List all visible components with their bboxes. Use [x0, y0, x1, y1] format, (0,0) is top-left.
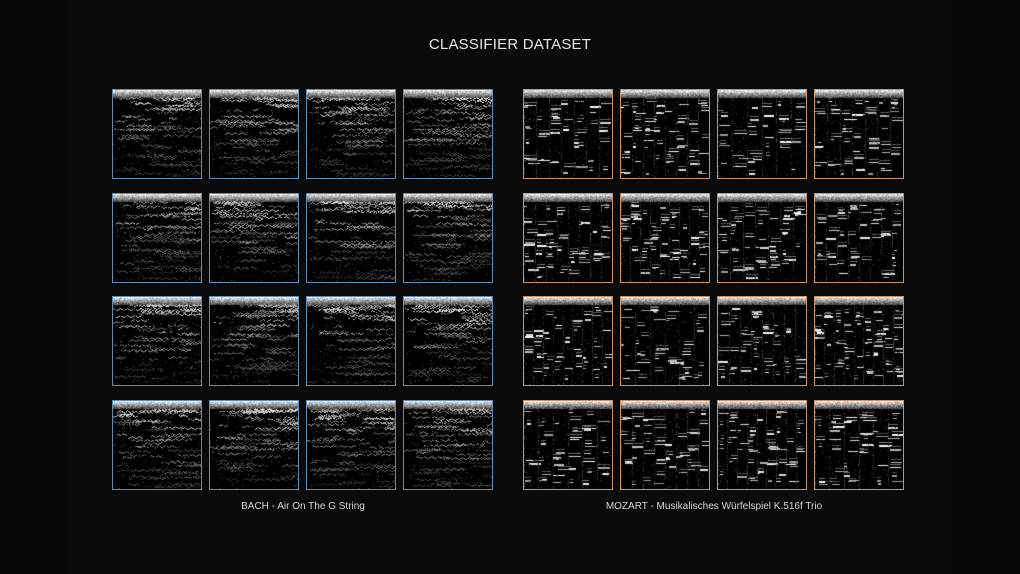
mozart-spectrogram-image — [718, 297, 806, 385]
bach-spectrogram-tile — [209, 192, 299, 283]
mozart-spectrogram-tile — [717, 89, 807, 179]
mozart-spectrogram-image — [815, 297, 903, 385]
bach-spectrogram-image — [307, 400, 395, 489]
mozart-spectrogram-tile — [620, 192, 710, 283]
mozart-spectrogram-image — [524, 297, 612, 385]
bach-spectrogram-image — [404, 400, 492, 489]
bach-spectrogram-image — [307, 90, 395, 178]
mozart-spectrogram-tile — [717, 296, 807, 386]
bach-spectrogram-tile — [112, 192, 202, 283]
mozart-spectrogram-tile — [523, 89, 613, 179]
bach-spectrogram-group: BACH - Air On The G String — [112, 89, 494, 512]
bach-spectrogram-tile — [403, 192, 493, 283]
mozart-spectrogram-tile — [717, 399, 807, 490]
bach-spectrogram-tile — [403, 296, 493, 386]
bach-spectrogram-image — [210, 193, 298, 282]
bach-spectrogram-tile — [306, 399, 396, 490]
bach-spectrogram-image — [404, 193, 492, 282]
bach-spectrogram-image — [113, 400, 201, 489]
bach-spectrogram-image — [404, 297, 492, 385]
mozart-caption: MOZART - Musikalisches Würfelspiel K.516… — [605, 501, 823, 512]
mozart-spectrogram-image — [815, 400, 903, 489]
mozart-spectrogram-tile — [814, 89, 904, 179]
mozart-spectrogram-tile — [814, 296, 904, 386]
mozart-spectrogram-tile — [523, 192, 613, 283]
mozart-spectrogram-image — [524, 400, 612, 489]
mozart-spectrogram-image — [621, 90, 709, 178]
mozart-spectrogram-image — [621, 193, 709, 282]
bach-spectrogram-image — [307, 193, 395, 282]
mozart-spectrogram-image — [621, 400, 709, 489]
bach-spectrogram-tile — [306, 89, 396, 179]
bach-spectrogram-tile — [112, 296, 202, 386]
mozart-spectrogram-image — [524, 90, 612, 178]
bach-spectrogram-tile — [403, 89, 493, 179]
bach-spectrogram-image — [210, 400, 298, 489]
bach-spectrogram-tile — [403, 399, 493, 490]
bach-spectrogram-image — [113, 297, 201, 385]
bach-spectrogram-image — [404, 90, 492, 178]
bach-spectrogram-tile — [306, 296, 396, 386]
mozart-spectrogram-tile — [814, 192, 904, 283]
mozart-spectrogram-image — [815, 90, 903, 178]
mozart-spectrogram-image — [718, 193, 806, 282]
mozart-spectrogram-grid — [523, 89, 905, 490]
mozart-spectrogram-tile — [523, 399, 613, 490]
mozart-spectrogram-image — [718, 400, 806, 489]
mozart-spectrogram-group: MOZART - Musikalisches Würfelspiel K.516… — [523, 89, 905, 512]
mozart-spectrogram-image — [621, 297, 709, 385]
mozart-spectrogram-tile — [814, 399, 904, 490]
mozart-spectrogram-tile — [717, 192, 807, 283]
bach-spectrogram-tile — [306, 192, 396, 283]
bach-spectrogram-image — [113, 90, 201, 178]
bach-spectrogram-image — [210, 297, 298, 385]
bach-spectrogram-tile — [209, 296, 299, 386]
bach-caption: BACH - Air On The G String — [241, 501, 365, 512]
bach-spectrogram-image — [113, 193, 201, 282]
bach-spectrogram-image — [307, 297, 395, 385]
mozart-spectrogram-image — [718, 90, 806, 178]
bach-spectrogram-tile — [209, 399, 299, 490]
bach-spectrogram-tile — [112, 89, 202, 179]
bach-spectrogram-tile — [112, 399, 202, 490]
bach-spectrogram-tile — [209, 89, 299, 179]
mozart-spectrogram-tile — [523, 296, 613, 386]
mozart-spectrogram-tile — [620, 89, 710, 179]
mozart-spectrogram-image — [524, 193, 612, 282]
page-title: CLASSIFIER DATASET — [428, 36, 592, 53]
mozart-spectrogram-image — [815, 193, 903, 282]
bach-spectrogram-grid — [112, 89, 494, 490]
bach-spectrogram-image — [210, 90, 298, 178]
mozart-spectrogram-tile — [620, 296, 710, 386]
mozart-spectrogram-tile — [620, 399, 710, 490]
